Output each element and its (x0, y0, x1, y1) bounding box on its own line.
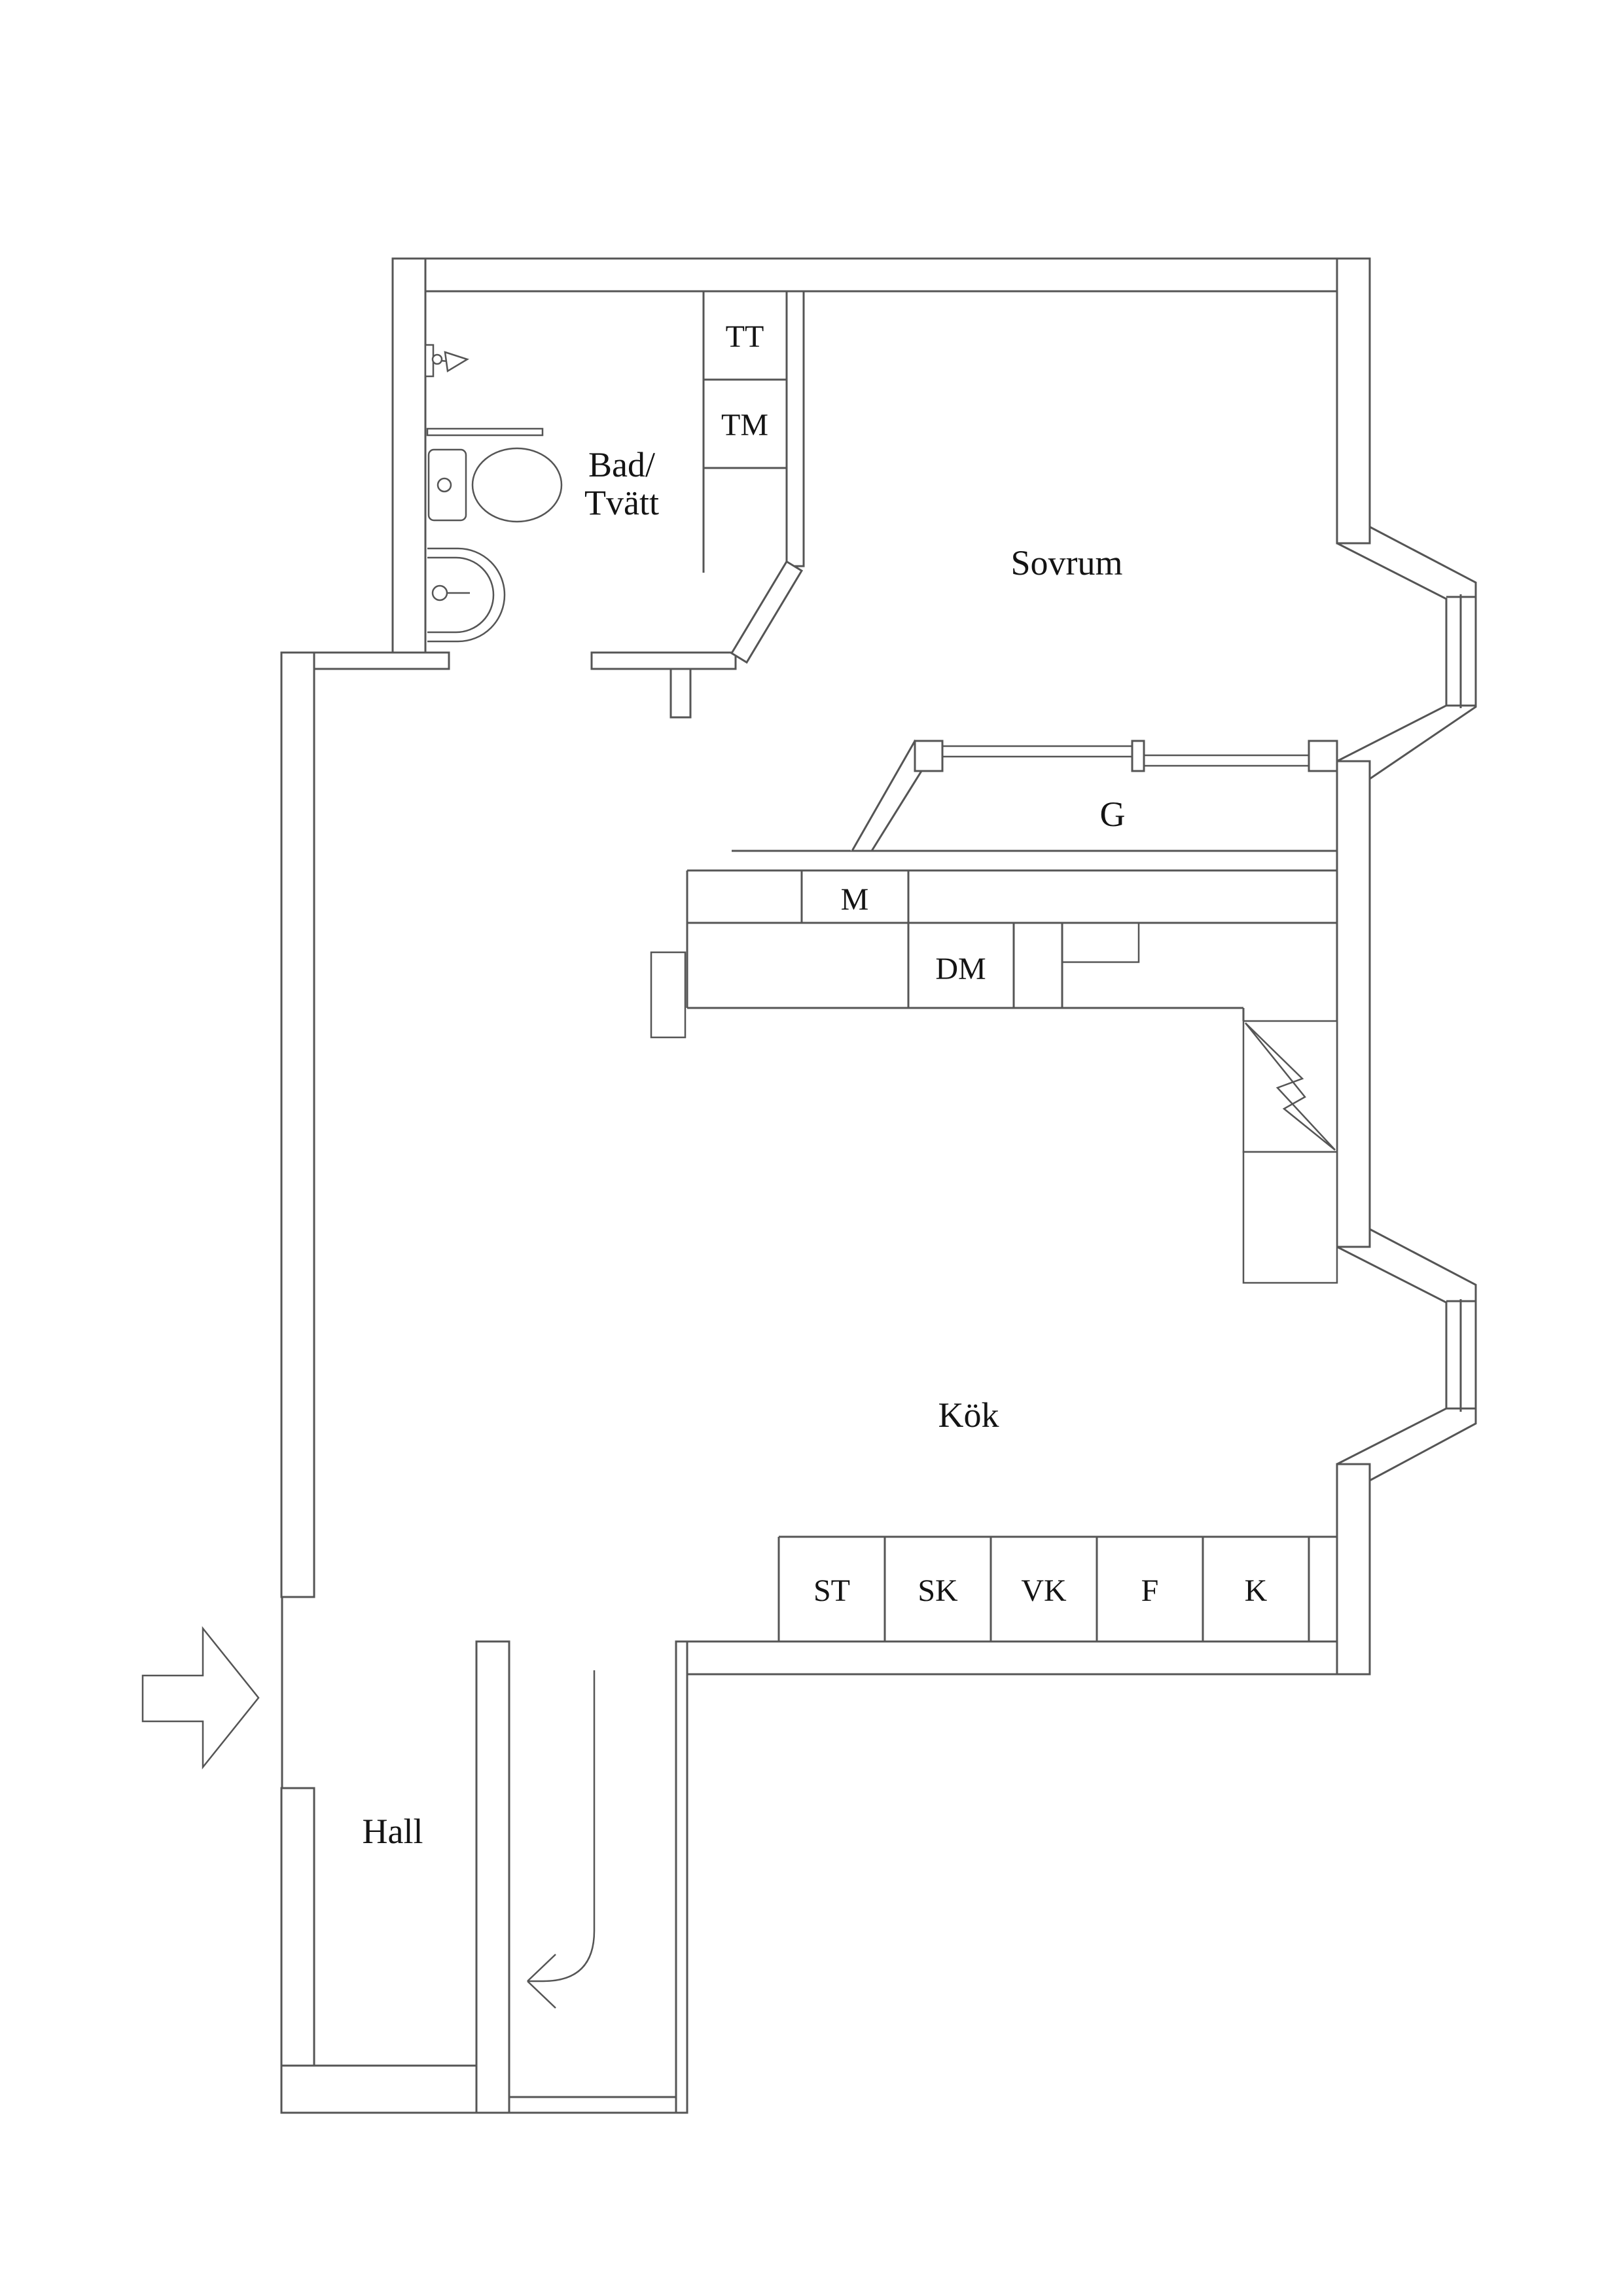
wardrobe-front-block-right (1308, 740, 1338, 772)
wall-left-upper (280, 651, 315, 1598)
wall-stair-left (475, 1640, 510, 2114)
labels: Bad/ Tvätt TT TM Sovrum G M DM Kök ST SK… (363, 319, 1268, 1851)
wardrobe-sliding-door-1 (941, 745, 1133, 758)
wall-stub (669, 668, 692, 719)
label-appliance-f: F (1141, 1573, 1159, 1608)
wall-kitchen-bottom (686, 1640, 1371, 1676)
counter-sink-notch (1061, 922, 1140, 963)
counter-end-box (650, 951, 687, 1039)
lightning-bolt-icon (1245, 1022, 1336, 1151)
shower-knob (431, 353, 443, 365)
bathroom-fixtures (424, 344, 563, 643)
shelf (426, 427, 544, 437)
bay2-inner-wall-line (1336, 1246, 1448, 1465)
wardrobe-front-block-mid (1131, 740, 1145, 772)
wall-bathroom-bottom (590, 651, 737, 670)
bay1-outer-wall-line (1369, 526, 1477, 780)
stairs (527, 1670, 596, 2009)
label-washing-machine: TM (721, 408, 768, 442)
bay-window-kitchen (1336, 1228, 1477, 1482)
electric-panel-box (1242, 1020, 1338, 1153)
wardrobe-front (732, 740, 1338, 852)
bedroom-door-leaf (730, 560, 804, 664)
stair-down-arrow (527, 1670, 596, 1982)
wall-right-lower (1336, 1463, 1371, 1676)
wall-right-upper (1336, 257, 1371, 545)
label-bathroom-line2: Tvätt (584, 483, 659, 522)
label-appliance-st: ST (813, 1573, 850, 1608)
shower-head-icon (444, 351, 470, 373)
walls (280, 257, 1371, 2114)
cabinet-box-below-panel (1242, 1151, 1338, 1284)
wall-top (391, 257, 1371, 293)
wall-bathroom-bedroom (785, 290, 805, 567)
toilet-flush-button (437, 477, 452, 493)
bay-window-bedroom (1336, 526, 1477, 780)
label-dishwasher: DM (935, 952, 986, 986)
wall-stair-right (675, 1640, 688, 2114)
label-kitchen: Kök (938, 1395, 999, 1435)
bay2-outer-wall-line (1369, 1228, 1477, 1482)
label-wardrobe: G (1100, 795, 1126, 834)
label-dryer: TT (726, 319, 764, 354)
sink-faucet-knob (431, 584, 448, 601)
bay1-inner-wall-line (1336, 542, 1448, 762)
stair-arrow-barb-top (527, 1954, 556, 1982)
kitchen-counters (650, 869, 1338, 1284)
label-appliance-vk: VK (1021, 1573, 1067, 1608)
sink-inner-basin (427, 556, 495, 634)
label-appliance-sk: SK (918, 1573, 958, 1608)
label-bathroom-line1: Bad/ (588, 445, 655, 484)
wall-left-lower (280, 1787, 315, 2114)
label-microwave: M (841, 882, 869, 917)
wardrobe-front-block-left (914, 740, 944, 772)
wall-bathroom-left (391, 257, 427, 670)
laundry-closet (702, 291, 787, 573)
wall-hall-bottom (280, 2064, 478, 2114)
stair-arrow-barb-bottom (527, 1981, 556, 2009)
label-hall: Hall (363, 1812, 423, 1851)
label-appliance-k: K (1245, 1573, 1268, 1608)
wall-right-mid (1336, 760, 1371, 1248)
appliance-row (777, 1535, 1337, 1641)
toilet-bowl (471, 447, 563, 523)
wardrobe-sliding-door-2 (1143, 754, 1310, 767)
entry-direction-arrow (141, 1626, 260, 1770)
label-bedroom: Sovrum (1010, 543, 1122, 583)
